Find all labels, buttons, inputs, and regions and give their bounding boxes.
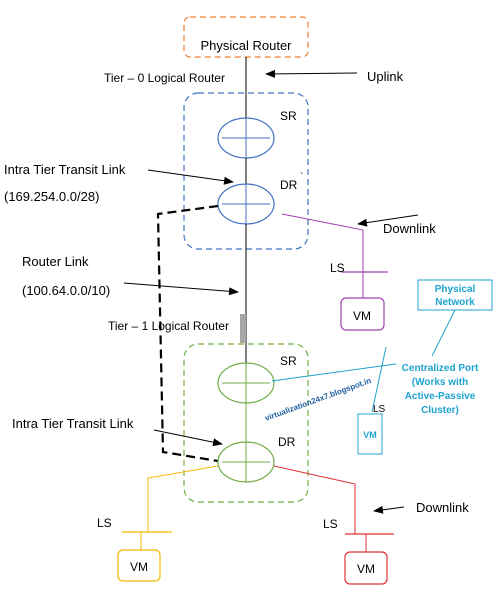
tier1-sr-label: SR xyxy=(280,354,297,368)
tier0-dr-mark: ` xyxy=(300,171,303,183)
centralized-port-line4: Cluster) xyxy=(421,405,459,416)
tier1-dr-label: DR xyxy=(278,435,296,449)
tier0-sr-label: SR xyxy=(280,109,297,123)
red-vm-label: VM xyxy=(357,562,375,576)
intra-tier-top-arrow xyxy=(147,169,234,185)
cyan-vm-label: VM xyxy=(363,430,377,440)
intra-tier-bottom-title: Intra Tier Transit Link xyxy=(12,416,134,431)
uplink-label: Uplink xyxy=(367,69,404,84)
intra-tier-top-subnet: (169.254.0.0/28) xyxy=(4,189,99,204)
intra-tier-dashed-link xyxy=(156,204,219,463)
tier1-router-box xyxy=(183,343,309,503)
physical-router-label: Physical Router xyxy=(200,38,292,53)
uplink-arrow xyxy=(265,69,358,78)
tier0-label: Tier – 0 Logical Router xyxy=(104,71,225,85)
physical-network-leader xyxy=(431,309,456,357)
physical-network-line1: Physical xyxy=(435,284,476,295)
router-link-arrow xyxy=(123,282,239,296)
downlink-bottom-label: Downlink xyxy=(416,500,469,515)
cyan-centralized-link xyxy=(271,363,397,382)
red-ls-label: LS xyxy=(323,517,338,531)
watermark-text: virtualization24x7.blogspot.in xyxy=(264,376,373,423)
router-link-title: Router Link xyxy=(22,254,89,269)
physical-network-line2: Network xyxy=(435,297,475,308)
red-vm-box xyxy=(344,551,388,585)
cyan-ls-label: LS xyxy=(373,404,386,415)
yellow-vm-box xyxy=(117,549,161,582)
tier1-label: Tier – 1 Logical Router xyxy=(108,319,229,333)
purple-ls-label: LS xyxy=(330,261,345,275)
tier0-dr-label: DR xyxy=(280,178,298,192)
downlink-top-label: Downlink xyxy=(383,221,436,236)
yellow-ls-label: LS xyxy=(97,516,112,530)
intra-tier-top-title: Intra Tier Transit Link xyxy=(4,162,126,177)
router-link-marker xyxy=(240,314,246,343)
downlink-top-arrow xyxy=(357,214,419,227)
purple-vm-box xyxy=(340,297,385,331)
yellow-downlink-line xyxy=(147,465,219,532)
centralized-port-line1: Centralized Port xyxy=(402,363,479,374)
centralized-port-line2: (Works with xyxy=(412,377,468,388)
cyan-vm-box xyxy=(357,413,383,455)
downlink-bottom-arrow xyxy=(373,505,405,514)
red-downlink-line xyxy=(273,465,356,534)
purple-downlink-line xyxy=(281,213,364,272)
yellow-vm-label: VM xyxy=(130,560,148,574)
centralized-port-line3: Active-Passive xyxy=(405,391,476,402)
cyan-ls-bar xyxy=(371,346,387,413)
intra-tier-bottom-arrow xyxy=(153,429,223,447)
router-link-subnet: (100.64.0.0/10) xyxy=(22,283,110,298)
purple-vm-label: VM xyxy=(353,309,371,323)
